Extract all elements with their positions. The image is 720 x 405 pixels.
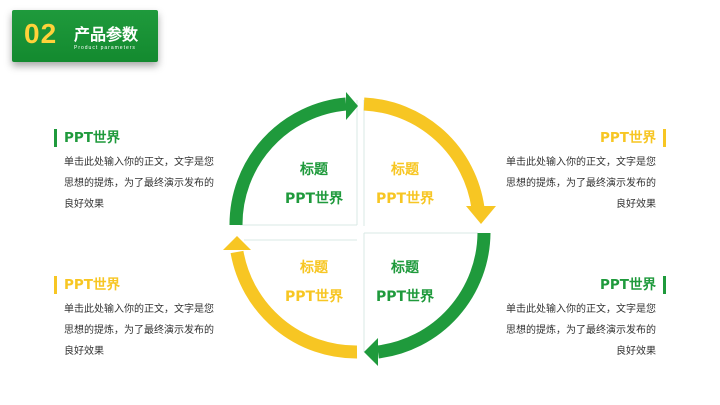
block-body: 单击此处输入你的正文，文字是您思想的提炼，为了最终演示发布的良好效果: [506, 304, 656, 357]
arrowhead-bottom-left: [223, 236, 251, 250]
quadrant-subtitle: PPT世界: [284, 289, 344, 305]
quadrant-bottom-right-label: 标题 PPT世界: [363, 258, 447, 307]
arc-bottom-right: [377, 232, 491, 359]
text-block-top-left: PPT世界 单击此处输入你的正文，文字是您思想的提炼，为了最终演示发布的良好效果: [54, 129, 214, 215]
arrowhead-bottom-right: [364, 338, 378, 366]
block-body: 单击此处输入你的正文，文字是您思想的提炼，为了最终演示发布的良好效果: [64, 304, 214, 357]
quadrant-title: 标题: [391, 260, 419, 276]
text-block-top-right: PPT世界 单击此处输入你的正文，文字是您思想的提炼，为了最终演示发布的良好效果: [506, 129, 666, 215]
section-subtitle: Product parameters: [74, 45, 136, 51]
quadrant-title: 标题: [391, 162, 419, 178]
quadrant-title: 标题: [300, 260, 328, 276]
text-block-bottom-left: PPT世界 单击此处输入你的正文，文字是您思想的提炼，为了最终演示发布的良好效果: [54, 276, 214, 362]
arrowhead-top-left: [346, 92, 358, 120]
arc-top-right: [363, 97, 485, 209]
quadrant-subtitle: PPT世界: [284, 191, 344, 207]
quadrant-subtitle: PPT世界: [375, 191, 435, 207]
quadrant-title: 标题: [300, 162, 328, 178]
section-title: 产品参数: [74, 25, 139, 44]
quadrant-subtitle: PPT世界: [375, 289, 435, 305]
quadrant-dividers: [240, 100, 478, 352]
block-title: PPT世界: [506, 129, 666, 147]
section-number: 02: [24, 18, 58, 49]
text-block-bottom-right: PPT世界 单击此处输入你的正文，文字是您思想的提炼，为了最终演示发布的良好效果: [506, 276, 666, 362]
quadrant-top-left-label: 标题 PPT世界: [272, 160, 356, 209]
block-title: PPT世界: [506, 276, 666, 294]
section-header-badge: 02 产品参数 Product parameters: [12, 10, 158, 62]
block-title: PPT世界: [54, 129, 214, 147]
block-title: PPT世界: [54, 276, 214, 294]
arc-bottom-left: [230, 250, 358, 359]
arrowhead-top-right: [466, 206, 496, 224]
arc-top-left: [229, 97, 347, 226]
quadrant-top-right-label: 标题 PPT世界: [363, 160, 447, 209]
block-body: 单击此处输入你的正文，文字是您思想的提炼，为了最终演示发布的良好效果: [506, 157, 656, 210]
block-body: 单击此处输入你的正文，文字是您思想的提炼，为了最终演示发布的良好效果: [64, 157, 214, 210]
quadrant-bottom-left-label: 标题 PPT世界: [272, 258, 356, 307]
